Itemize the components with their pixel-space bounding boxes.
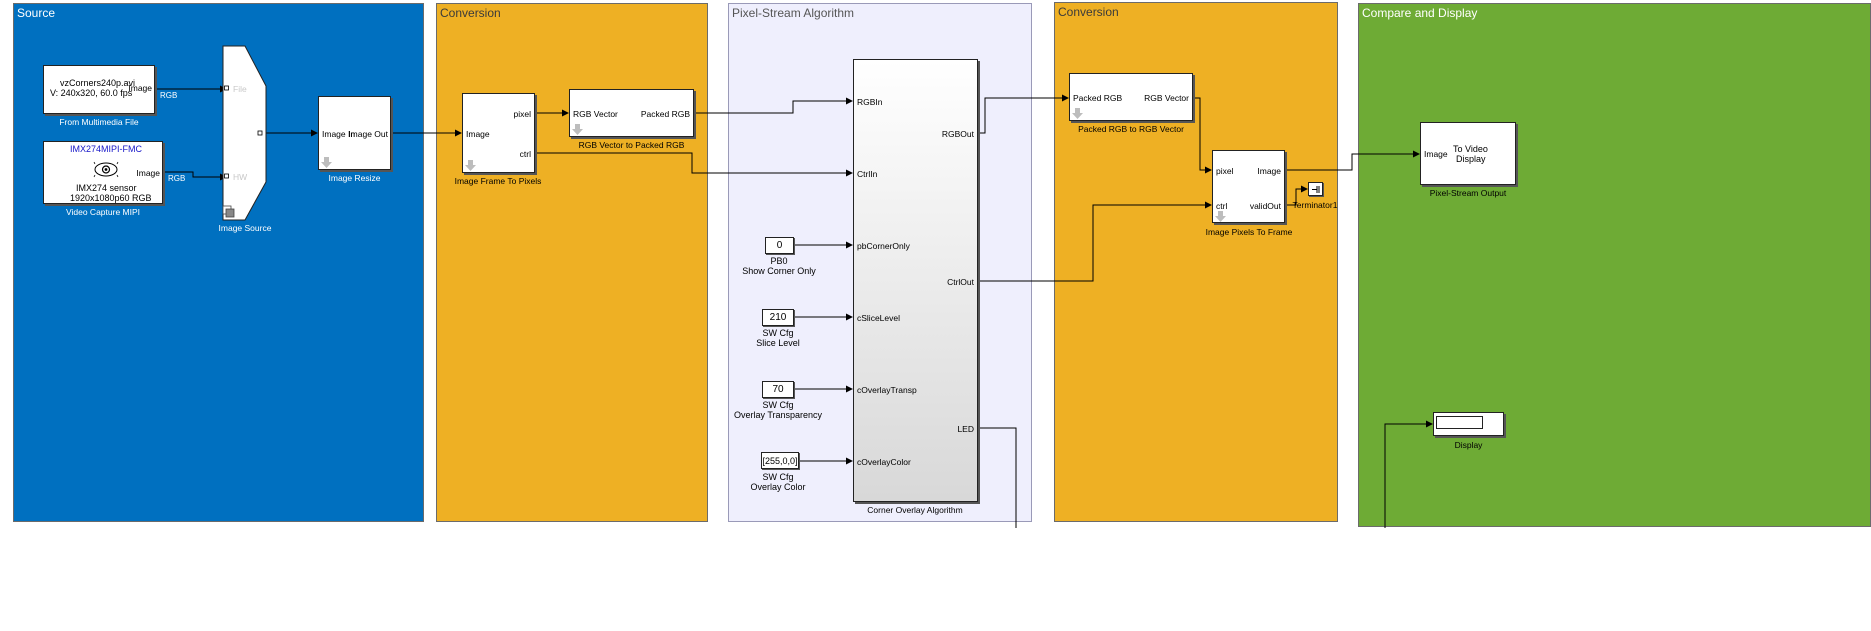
wire-rgbvec-to-pixel — [1193, 97, 1212, 174]
image-resize-port-out: Image Out — [348, 129, 388, 139]
image-source-caption: Image Source — [218, 223, 272, 233]
pb0-caption-2: Show Corner Only — [742, 266, 816, 276]
corner-overlay-port-coverlaycolor: cOverlayColor — [857, 457, 911, 467]
display-caption: Display — [1454, 440, 1483, 450]
area-title-pixel-stream: Pixel-Stream Algorithm — [732, 6, 855, 20]
image-resize-block[interactable]: Image In Image Out — [318, 96, 391, 170]
down-arrow-icon — [465, 160, 476, 171]
pb0-caption-1: PB0 — [770, 256, 788, 266]
down-arrow-icon — [1215, 211, 1226, 222]
corner-overlay-port-led: LED — [957, 424, 974, 434]
slice-level-constant[interactable]: 210 — [762, 309, 794, 326]
down-arrow-icon — [1072, 108, 1083, 119]
frame-to-pixels-port-ctrl: ctrl — [519, 149, 531, 159]
terminator-caption: Terminator1 — [1292, 200, 1338, 210]
display-block[interactable] — [1433, 412, 1504, 436]
pixels-to-frame-port-pixel: pixel — [1216, 166, 1234, 176]
corner-overlay-caption: Corner Overlay Algorithm — [867, 505, 963, 515]
from-file-line2: V: 240x320, 60.0 fps — [50, 88, 133, 98]
corner-overlay-port-rgbin: RGBIn — [857, 97, 883, 107]
corner-overlay-port-ctrlin: CtrlIn — [857, 169, 878, 179]
slice-caption-1: SW Cfg — [762, 328, 794, 338]
wire-packed-to-rgbin — [694, 97, 853, 114]
area-title-source: Source — [17, 6, 56, 20]
rgb-to-packed-port-out: Packed RGB — [640, 109, 690, 119]
overlay-transparency-constant[interactable]: 70 — [762, 381, 794, 398]
pixels-to-frame-caption: Image Pixels To Frame — [1205, 227, 1293, 237]
wire-led — [978, 427, 1017, 528]
color-caption-1: SW Cfg — [762, 472, 794, 482]
slice-caption-2: Slice Level — [756, 338, 800, 348]
packed-to-rgb-port-in: Packed RGB — [1073, 93, 1123, 103]
video-capture-line2: 1920x1080p60 RGB — [70, 193, 152, 203]
area-title-conversion-2: Conversion — [1058, 5, 1119, 19]
video-capture-block[interactable]: IMX274MIPI-FMC Image IMX274 sensor 1920x… — [43, 141, 163, 204]
image-source-block[interactable] — [219, 44, 271, 224]
image-source-port-file: File — [233, 84, 247, 94]
area-title-conversion-1: Conversion — [440, 6, 501, 20]
frame-to-pixels-port-image: Image — [466, 129, 490, 139]
frame-to-pixels-caption: Image Frame To Pixels — [454, 176, 542, 186]
transp-caption-2: Overlay Transparency — [733, 410, 823, 420]
transp-caption-1: SW Cfg — [762, 400, 794, 410]
signal-label-rgb-2: RGB — [168, 174, 186, 183]
video-capture-title: IMX274MIPI-FMC — [70, 144, 143, 154]
signal-label-rgb-1: RGB — [160, 91, 178, 100]
video-capture-port-image: Image — [136, 168, 160, 178]
pixels-to-frame-port-image: Image — [1257, 166, 1281, 176]
to-video-display-block[interactable]: Image To Video Display — [1420, 122, 1516, 185]
video-display-line1: To Video — [1453, 144, 1488, 154]
corner-overlay-port-coverlaytransp: cOverlayTransp — [857, 385, 917, 395]
from-file-caption: From Multimedia File — [59, 117, 139, 127]
packed-to-rgb-port-out: RGB Vector — [1144, 93, 1189, 103]
wire-rgbout — [978, 94, 1069, 134]
overlay-color-constant[interactable]: [255,0,0] — [761, 452, 799, 469]
corner-overlay-port-ctrlout: CtrlOut — [947, 277, 974, 287]
frame-to-pixels-port-pixel: pixel — [513, 109, 531, 119]
image-resize-port-in: Image In — [322, 129, 356, 139]
terminator-block[interactable] — [1308, 182, 1323, 196]
corner-overlay-algorithm-block[interactable]: RGBIn CtrlIn pbCornerOnly cSliceLevel cO… — [853, 59, 978, 502]
pixels-to-frame-port-validout: validOut — [1249, 201, 1281, 211]
color-caption-2: Overlay Color — [750, 482, 806, 492]
display-readout-box — [1436, 416, 1483, 429]
down-arrow-icon — [572, 124, 583, 135]
corner-overlay-port-pbcorneronly: pbCornerOnly — [857, 241, 910, 251]
video-display-caption: Pixel-Stream Output — [1429, 188, 1507, 198]
from-file-port-image: Image — [128, 83, 152, 93]
area-compare-display[interactable]: Compare and Display — [1358, 3, 1871, 527]
wire-to-display — [1384, 420, 1433, 528]
corner-overlay-port-rgbout: RGBOut — [941, 129, 974, 139]
rgb-to-packed-caption: RGB Vector to Packed RGB — [578, 140, 685, 150]
from-multimedia-file-block[interactable]: vzCorners240p.avi V: 240x320, 60.0 fps I… — [43, 65, 155, 114]
from-file-line1: vzCorners240p.avi — [60, 78, 136, 88]
wire-valid-to-term — [1285, 185, 1308, 206]
wire-image-to-display — [1285, 150, 1420, 171]
pb0-constant[interactable]: 0 — [765, 237, 794, 254]
area-title-compare-display: Compare and Display — [1362, 6, 1478, 20]
rgb-to-packed-port-in: RGB Vector — [573, 109, 618, 119]
wire-ctrl-to-ctrlin — [535, 152, 853, 177]
video-display-port-image: Image — [1424, 149, 1448, 159]
terminator-icon — [1312, 186, 1320, 193]
image-pixels-to-frame-block[interactable]: pixel ctrl Image validOut — [1212, 150, 1285, 223]
packed-to-rgb-caption: Packed RGB to RGB Vector — [1078, 124, 1184, 134]
video-capture-caption: Video Capture MIPI — [65, 207, 141, 217]
corner-overlay-port-cslicelevel: cSliceLevel — [857, 313, 900, 323]
image-resize-caption: Image Resize — [328, 173, 381, 183]
wire-ctrlout — [978, 201, 1212, 282]
video-capture-line1: IMX274 sensor — [76, 183, 137, 193]
packed-rgb-to-rgb-vector-block[interactable]: Packed RGB RGB Vector — [1069, 73, 1193, 121]
image-source-port-hw: HW — [233, 172, 248, 182]
camera-icon — [93, 161, 119, 178]
rgb-vector-to-packed-block[interactable]: RGB Vector Packed RGB — [569, 89, 694, 137]
video-display-line2: Display — [1456, 154, 1486, 164]
wire-capture-to-source — [163, 171, 227, 181]
down-arrow-icon — [321, 157, 332, 168]
pixels-to-frame-port-ctrl: ctrl — [1216, 201, 1228, 211]
image-frame-to-pixels-block[interactable]: Image pixel ctrl — [462, 93, 535, 173]
